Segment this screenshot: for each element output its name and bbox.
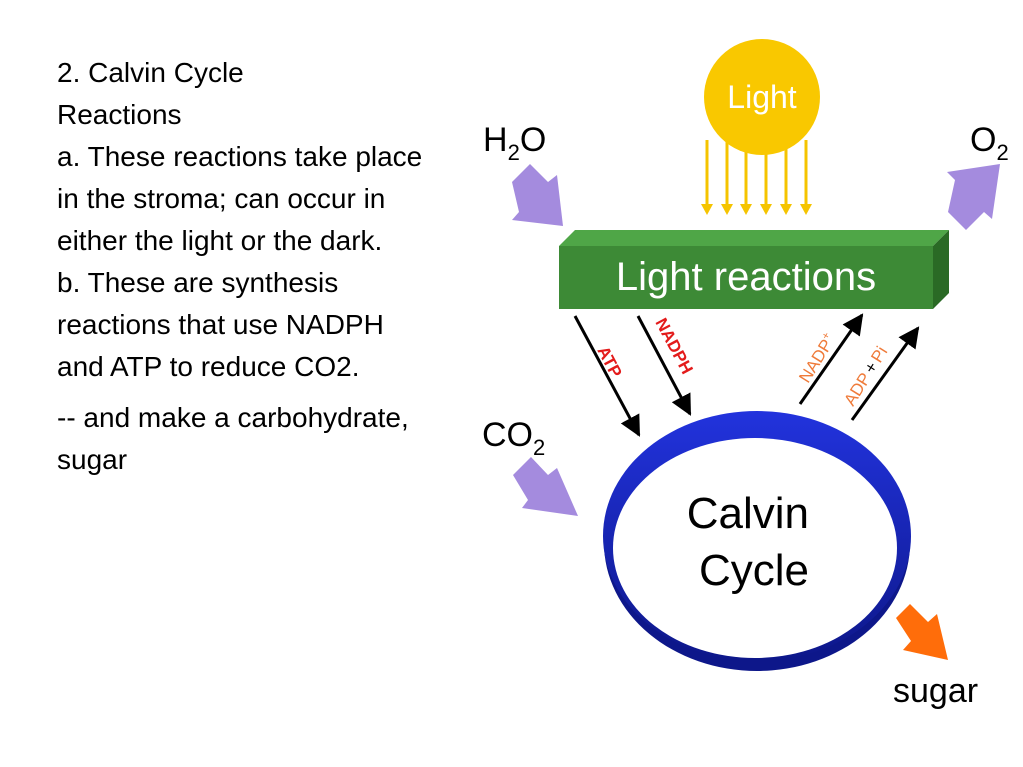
sun-rays xyxy=(701,140,812,215)
h2o-input-arrow xyxy=(512,164,563,226)
calvin-cycle-label: Calvin Cycle xyxy=(687,489,822,595)
slide-text: 2. Calvin Cycle Reactions a. These react… xyxy=(57,52,429,481)
note-text: -- and make a carbohydrate, sugar xyxy=(57,402,409,475)
atp-arrow xyxy=(573,315,641,437)
calvin-cycle-ring xyxy=(603,411,911,671)
light-reactions-box xyxy=(559,230,949,309)
sugar-output-arrow xyxy=(896,604,948,660)
sun-ray xyxy=(800,140,812,215)
nadph-label: NADPH xyxy=(651,315,696,377)
o2-output-arrow xyxy=(947,164,1000,230)
sun-ray xyxy=(780,140,792,215)
heading: 2. Calvin Cycle Reactions a. These react… xyxy=(57,52,429,388)
point-b: b. These are synthesis reactions that us… xyxy=(57,267,384,382)
sugar-label: sugar xyxy=(893,672,978,710)
note-paragraph: -- and make a carbohydrate, sugar xyxy=(57,397,429,481)
sun-ray xyxy=(721,140,733,215)
co2-input-arrow xyxy=(513,457,578,516)
adp-pi-return-arrow xyxy=(850,326,920,421)
o2-label: O2 xyxy=(970,121,1009,165)
sun-ray xyxy=(701,140,713,215)
point-a: a. These reactions take place in the str… xyxy=(57,141,423,256)
heading-line2: Reactions xyxy=(57,99,182,130)
co2-label: CO2 xyxy=(482,416,545,460)
nadph-arrow xyxy=(636,315,692,416)
heading-line1: 2. Calvin Cycle xyxy=(57,57,244,88)
h2o-label: H2O xyxy=(483,121,546,165)
sun xyxy=(704,39,820,155)
light-label: Light xyxy=(727,79,797,115)
nadp-return-arrow xyxy=(798,313,864,405)
light-reactions-label: Light reactions xyxy=(616,255,876,299)
